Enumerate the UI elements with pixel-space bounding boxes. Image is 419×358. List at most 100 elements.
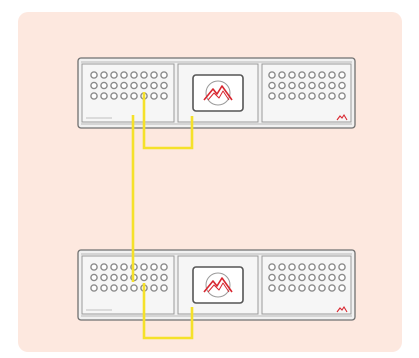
port (328, 273, 336, 282)
port (338, 263, 346, 271)
port (298, 273, 306, 282)
port (328, 92, 336, 100)
port (110, 92, 118, 100)
port (288, 81, 296, 90)
left-port-grid (90, 71, 168, 100)
port (338, 81, 346, 90)
port (90, 273, 98, 282)
port (288, 92, 296, 100)
port (110, 71, 118, 79)
port (298, 263, 306, 271)
right-module (261, 63, 352, 123)
port (100, 284, 108, 292)
port (120, 273, 128, 282)
port (308, 284, 316, 292)
port (110, 81, 118, 90)
port (338, 273, 346, 282)
port (308, 71, 316, 79)
port (130, 284, 138, 292)
port (150, 273, 158, 282)
port (120, 81, 128, 90)
port (130, 71, 138, 79)
port (90, 263, 98, 271)
small-logo-icon (336, 305, 348, 313)
port (130, 92, 138, 100)
port (160, 71, 168, 79)
port (110, 263, 118, 271)
port (318, 92, 326, 100)
bottom-loop-cable (142, 283, 194, 340)
port (298, 81, 306, 90)
port (318, 284, 326, 292)
port (160, 273, 168, 282)
port (288, 71, 296, 79)
port (328, 81, 336, 90)
port (150, 284, 158, 292)
corner-logo-mark (336, 305, 348, 313)
right-port-grid (268, 71, 346, 100)
port (288, 263, 296, 271)
mountain-logo-icon (203, 80, 233, 106)
small-logo-icon (336, 113, 348, 121)
port (160, 92, 168, 100)
port (160, 81, 168, 90)
port (160, 263, 168, 271)
logo-mountain-inner (207, 90, 230, 101)
port (150, 263, 158, 271)
right-port-grid (268, 263, 346, 292)
port (100, 81, 108, 90)
port (120, 263, 128, 271)
port (338, 92, 346, 100)
port (150, 92, 158, 100)
port (288, 273, 296, 282)
port (140, 273, 148, 282)
port (278, 92, 286, 100)
port (308, 273, 316, 282)
logo-mountain (203, 85, 233, 101)
port (268, 71, 276, 79)
logo-mountain-inner (207, 282, 230, 293)
port (100, 263, 108, 271)
port (100, 273, 108, 282)
port (110, 284, 118, 292)
port (278, 284, 286, 292)
port (298, 284, 306, 292)
corner-logo-mark (336, 113, 348, 121)
port (268, 81, 276, 90)
port (298, 71, 306, 79)
port (90, 81, 98, 90)
port (150, 71, 158, 79)
port (120, 71, 128, 79)
bottom-unit (77, 249, 356, 321)
port (338, 284, 346, 292)
port (318, 71, 326, 79)
port (268, 92, 276, 100)
port (318, 81, 326, 90)
port (100, 71, 108, 79)
port (90, 71, 98, 79)
port (140, 263, 148, 271)
right-module (261, 255, 352, 315)
port (268, 284, 276, 292)
port (100, 92, 108, 100)
top-unit (77, 57, 356, 129)
port (110, 273, 118, 282)
port (328, 71, 336, 79)
port (90, 284, 98, 292)
port (140, 71, 148, 79)
port (160, 284, 168, 292)
port (120, 284, 128, 292)
port (140, 81, 148, 90)
port (308, 263, 316, 271)
port (268, 263, 276, 271)
port (268, 273, 276, 282)
port (130, 81, 138, 90)
logo-ring (205, 272, 231, 298)
port (90, 92, 98, 100)
logo-mountain (203, 277, 233, 293)
port (318, 273, 326, 282)
port (278, 263, 286, 271)
port (308, 81, 316, 90)
port (338, 71, 346, 79)
